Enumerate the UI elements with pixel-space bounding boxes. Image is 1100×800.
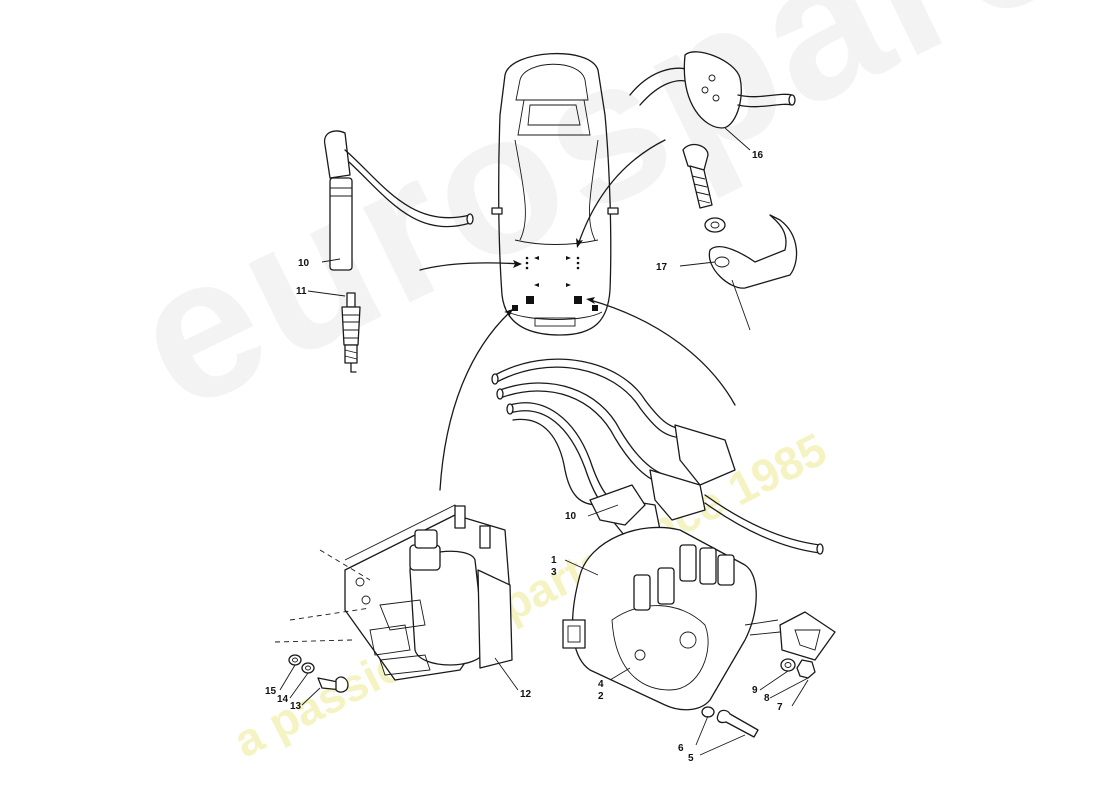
callout-8: 8 (764, 693, 770, 704)
callout-10-lead: 10 (298, 258, 310, 269)
callout-15: 15 (265, 686, 277, 697)
callout-3: 3 (551, 567, 557, 578)
callout-1: 1 (551, 555, 557, 566)
callout-11: 11 (296, 286, 307, 297)
grommet (629, 51, 796, 129)
coil-fixings (288, 654, 349, 693)
leader-lines (279, 127, 809, 756)
bracket-clip-assembly (682, 143, 798, 331)
callout-10-ht: 10 (565, 511, 577, 522)
distributor-cap (562, 526, 781, 711)
spark-plug (341, 292, 361, 373)
callout-16: 16 (752, 150, 764, 161)
location-arrows (419, 139, 736, 491)
car-top-view (491, 53, 619, 336)
spark-plug-lead-boot (323, 130, 474, 271)
callout-14: 14 (277, 694, 289, 705)
callout-6: 6 (678, 743, 684, 754)
callout-2: 2 (598, 691, 604, 702)
ht-leads-bundle (491, 358, 824, 555)
callout-9: 9 (752, 685, 758, 696)
callout-5: 5 (688, 753, 694, 764)
callout-17: 17 (656, 262, 668, 273)
callout-4: 4 (598, 679, 604, 690)
callout-7: 7 (777, 702, 783, 713)
callout-labels: 10 11 16 17 10 1 3 4 2 9 8 7 6 5 12 15 1… (265, 150, 783, 764)
callout-13: 13 (290, 701, 302, 712)
ignition-coil-assembly (274, 504, 513, 681)
callout-12: 12 (520, 689, 532, 700)
